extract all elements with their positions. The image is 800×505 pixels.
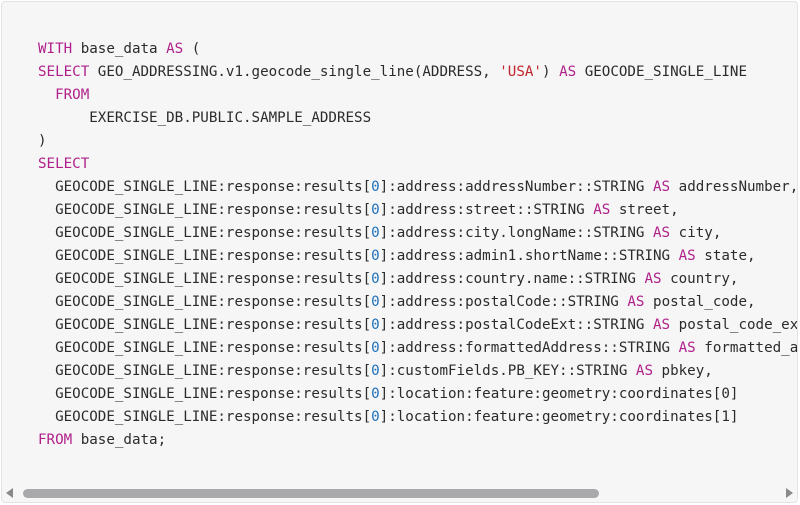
keyword-token: SELECT [38,64,90,80]
sql-code: WITH base_data AS (SELECT GEO_ADDRESSING… [38,38,797,452]
code-line: FROM base_data; [38,429,797,452]
code-token: ]:address:postalCode::STRING [379,294,628,310]
code-token: ]:address:formattedAddress::STRING [379,340,679,356]
keyword-token: AS [653,317,671,333]
code-token: pbkey, [653,363,713,379]
code-token: ]:address:postalCodeExt::STRING [379,317,654,333]
code-token: GEOCODE_SINGLE_LINE:response:results[ [38,179,372,195]
number-token: 0 [371,179,380,195]
code-token: ]:location:feature:geometry:coordinates[… [379,409,739,425]
code-token: GEOCODE_SINGLE_LINE:response:results[ [38,317,372,333]
code-line: ) [38,130,797,153]
code-token: ]:address:addressNumber::STRING [379,179,654,195]
code-token: GEOCODE_SINGLE_LINE:response:results[ [38,340,372,356]
code-line: SELECT [38,153,797,176]
code-token: base_data; [72,432,167,448]
code-token: GEOCODE_SINGLE_LINE:response:results[ [38,363,372,379]
number-token: 0 [371,248,380,264]
keyword-token: AS [644,271,662,287]
number-token: 0 [371,340,380,356]
keyword-token: SELECT [38,156,90,172]
keyword-token: AS [166,41,184,57]
code-line: WITH base_data AS ( [38,38,797,61]
keyword-token: AS [559,64,577,80]
code-token: GEOCODE_SINGLE_LINE:response:results[ [38,225,372,241]
code-token: GEOCODE_SINGLE_LINE:response:results[ [38,248,372,264]
scroll-left-arrow-icon[interactable] [6,488,13,498]
code-token: ) [541,64,560,80]
number-token: 0 [371,202,380,218]
code-token: ]:address:street::STRING [379,202,594,218]
code-token: ]:address:city.longName::STRING [379,225,654,241]
keyword-token: AS [653,179,671,195]
code-token: ) [38,133,47,149]
horizontal-scrollbar[interactable] [2,484,797,502]
code-token: GEOCODE_SINGLE_LINE:response:results[ [38,202,372,218]
code-token: GEOCODE_SINGLE_LINE:response:results[ [38,294,372,310]
number-token: 0 [371,386,380,402]
keyword-token: AS [635,363,654,379]
keyword-token: FROM [55,87,90,103]
keyword-token: AS [678,340,696,356]
number-token: 0 [371,294,380,310]
code-line: GEOCODE_SINGLE_LINE:response:results[0]:… [38,222,797,245]
code-token: GEOCODE_SINGLE_LINE [576,64,747,80]
code-token: GEOCODE_SINGLE_LINE:response:results[ [38,386,372,402]
code-token: base_data [72,41,167,57]
code-token: ]:location:feature:geometry:coordinates[… [379,386,739,402]
code-token: street, [610,202,679,218]
code-line: EXERCISE_DB.PUBLIC.SAMPLE_ADDRESS [38,107,797,130]
code-token: ( [183,41,201,57]
number-token: 0 [371,225,380,241]
code-token: GEOCODE_SINGLE_LINE:response:results[ [38,409,372,425]
code-line: GEOCODE_SINGLE_LINE:response:results[0]:… [38,406,797,429]
code-token: ]:address:country.name::STRING [379,271,645,287]
number-token: 0 [371,271,380,287]
number-token: 0 [371,317,380,333]
code-line: GEOCODE_SINGLE_LINE:response:results[0]:… [38,199,797,222]
code-line: GEOCODE_SINGLE_LINE:response:results[0]:… [38,314,797,337]
scroll-right-arrow-icon[interactable] [786,488,793,498]
code-line: SELECT GEO_ADDRESSING.v1.geocode_single_… [38,61,797,84]
keyword-token: WITH [38,41,73,57]
code-line: GEOCODE_SINGLE_LINE:response:results[0]:… [38,268,797,291]
code-line: GEOCODE_SINGLE_LINE:response:results[0]:… [38,360,797,383]
code-token: postal_code_ext, [678,317,797,333]
code-line: GEOCODE_SINGLE_LINE:response:results[0]:… [38,291,797,314]
code-token: formatted_address, [704,340,797,356]
code-token: GEOCODE_SINGLE_LINE:response:results[ [38,271,372,287]
code-token: ]:address:admin1.shortName::STRING [379,248,679,264]
code-token: addressNumber, [670,179,797,195]
code-line: GEOCODE_SINGLE_LINE:response:results[0]:… [38,176,797,199]
code-token: ]:customFields.PB_KEY::STRING [379,363,636,379]
scrollbar-thumb[interactable] [23,489,599,498]
code-line: GEOCODE_SINGLE_LINE:response:results[0]:… [38,245,797,268]
code-token: state, [695,248,756,264]
code-token: postal_code, [644,294,756,310]
code-token: EXERCISE_DB.PUBLIC.SAMPLE_ADDRESS [38,110,372,126]
keyword-token: FROM [38,432,73,448]
keyword-token: AS [627,294,645,310]
number-token: 0 [371,363,380,379]
keyword-token: AS [653,225,671,241]
code-token: country, [661,271,739,287]
code-line: GEOCODE_SINGLE_LINE:response:results[0]:… [38,383,797,406]
code-token: city, [670,225,722,241]
code-line: GEOCODE_SINGLE_LINE:response:results[0]:… [38,337,797,360]
keyword-token: AS [593,202,611,218]
keyword-token: AS [678,248,696,264]
number-token: 0 [371,409,380,425]
string-token: 'USA' [499,64,542,80]
code-token [38,87,55,103]
code-line: FROM [38,84,797,107]
code-token: GEO_ADDRESSING.v1.geocode_single_line(AD… [89,64,500,80]
